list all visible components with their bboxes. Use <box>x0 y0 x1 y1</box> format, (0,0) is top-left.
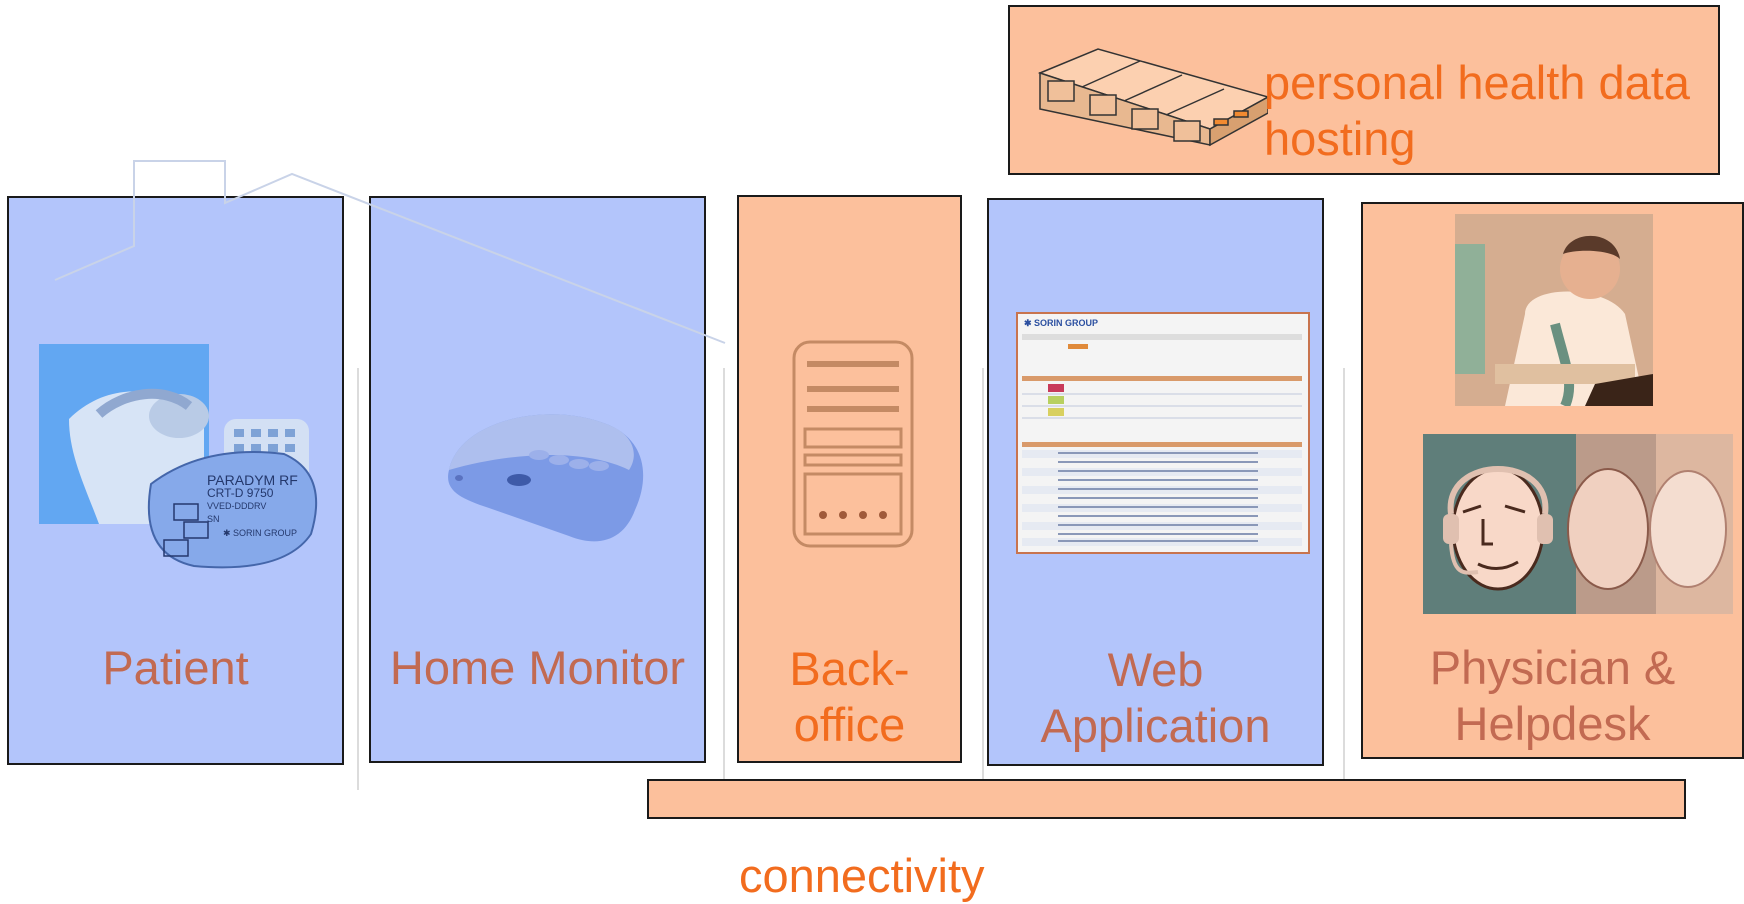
divider-line <box>1343 368 1345 790</box>
patient-device-illustration <box>39 344 318 569</box>
divider-line <box>723 368 725 790</box>
home-monitor-panel: Home Monitor <box>369 196 706 763</box>
web-application-label-line2: Application <box>1040 699 1271 752</box>
divider-line <box>982 368 984 790</box>
web-application-label: Web Application <box>989 642 1322 754</box>
back-office-label-line1: Back- <box>789 642 910 695</box>
home-monitor-device-icon <box>448 414 644 542</box>
hosting-box: personal health data hosting <box>1008 5 1720 175</box>
web-application-panel: ✱ SORIN GROUP <box>987 198 1324 766</box>
back-office-label-line2: office <box>793 698 906 751</box>
home-monitor-label: Home Monitor <box>389 641 686 694</box>
server-rack-icon <box>1038 48 1268 147</box>
connectivity-bar <box>647 779 1686 819</box>
web-application-label-line1: Web <box>1107 643 1204 696</box>
sorin-logo-icon: ✱ <box>223 528 234 538</box>
web-logo-text: SORIN GROUP <box>1034 318 1099 328</box>
physician-helpdesk-panel: Physician & Helpdesk <box>1361 202 1744 759</box>
device-text: PARADYM RF CRT-D 9750 VVED-DDDRV SN <box>207 472 298 526</box>
device-mode: VVED-DDDRV <box>207 501 267 511</box>
web-app-table-graphic <box>1022 334 1302 546</box>
patient-label: Patient <box>102 641 249 694</box>
sorin-star-icon: ✱ <box>1024 318 1035 328</box>
physician-icon <box>1455 214 1653 406</box>
hosting-label-line2: hosting <box>1264 112 1416 165</box>
physician-helpdesk-label-line2: Helpdesk <box>1454 697 1651 750</box>
device-maker-text: SORIN GROUP <box>233 528 298 538</box>
hosting-label: personal health data hosting <box>1264 55 1690 167</box>
hosting-label-line1: personal health data <box>1264 56 1690 109</box>
divider-line <box>357 368 359 790</box>
physician-helpdesk-label-line1: Physician & <box>1429 641 1676 694</box>
server-tower-icon <box>792 340 914 548</box>
web-app-screenshot: ✱ SORIN GROUP <box>1016 312 1310 554</box>
device-brand: PARADYM RF <box>207 472 298 488</box>
physician-helpdesk-label: Physician & Helpdesk <box>1363 640 1742 752</box>
device-model: CRT-D 9750 <box>207 486 274 500</box>
patient-panel: PARADYM RF CRT-D 9750 VVED-DDDRV SN ✱ SO… <box>7 196 344 765</box>
device-maker: ✱ SORIN GROUP <box>223 528 297 538</box>
back-office-panel: Back- office <box>737 195 962 763</box>
sorin-logo: ✱ SORIN GROUP <box>1024 318 1098 329</box>
connectivity-label: connectivity <box>739 849 985 902</box>
device-sn: SN <box>207 514 220 524</box>
back-office-label: Back- office <box>739 641 960 753</box>
helpdesk-icon <box>1423 434 1733 614</box>
